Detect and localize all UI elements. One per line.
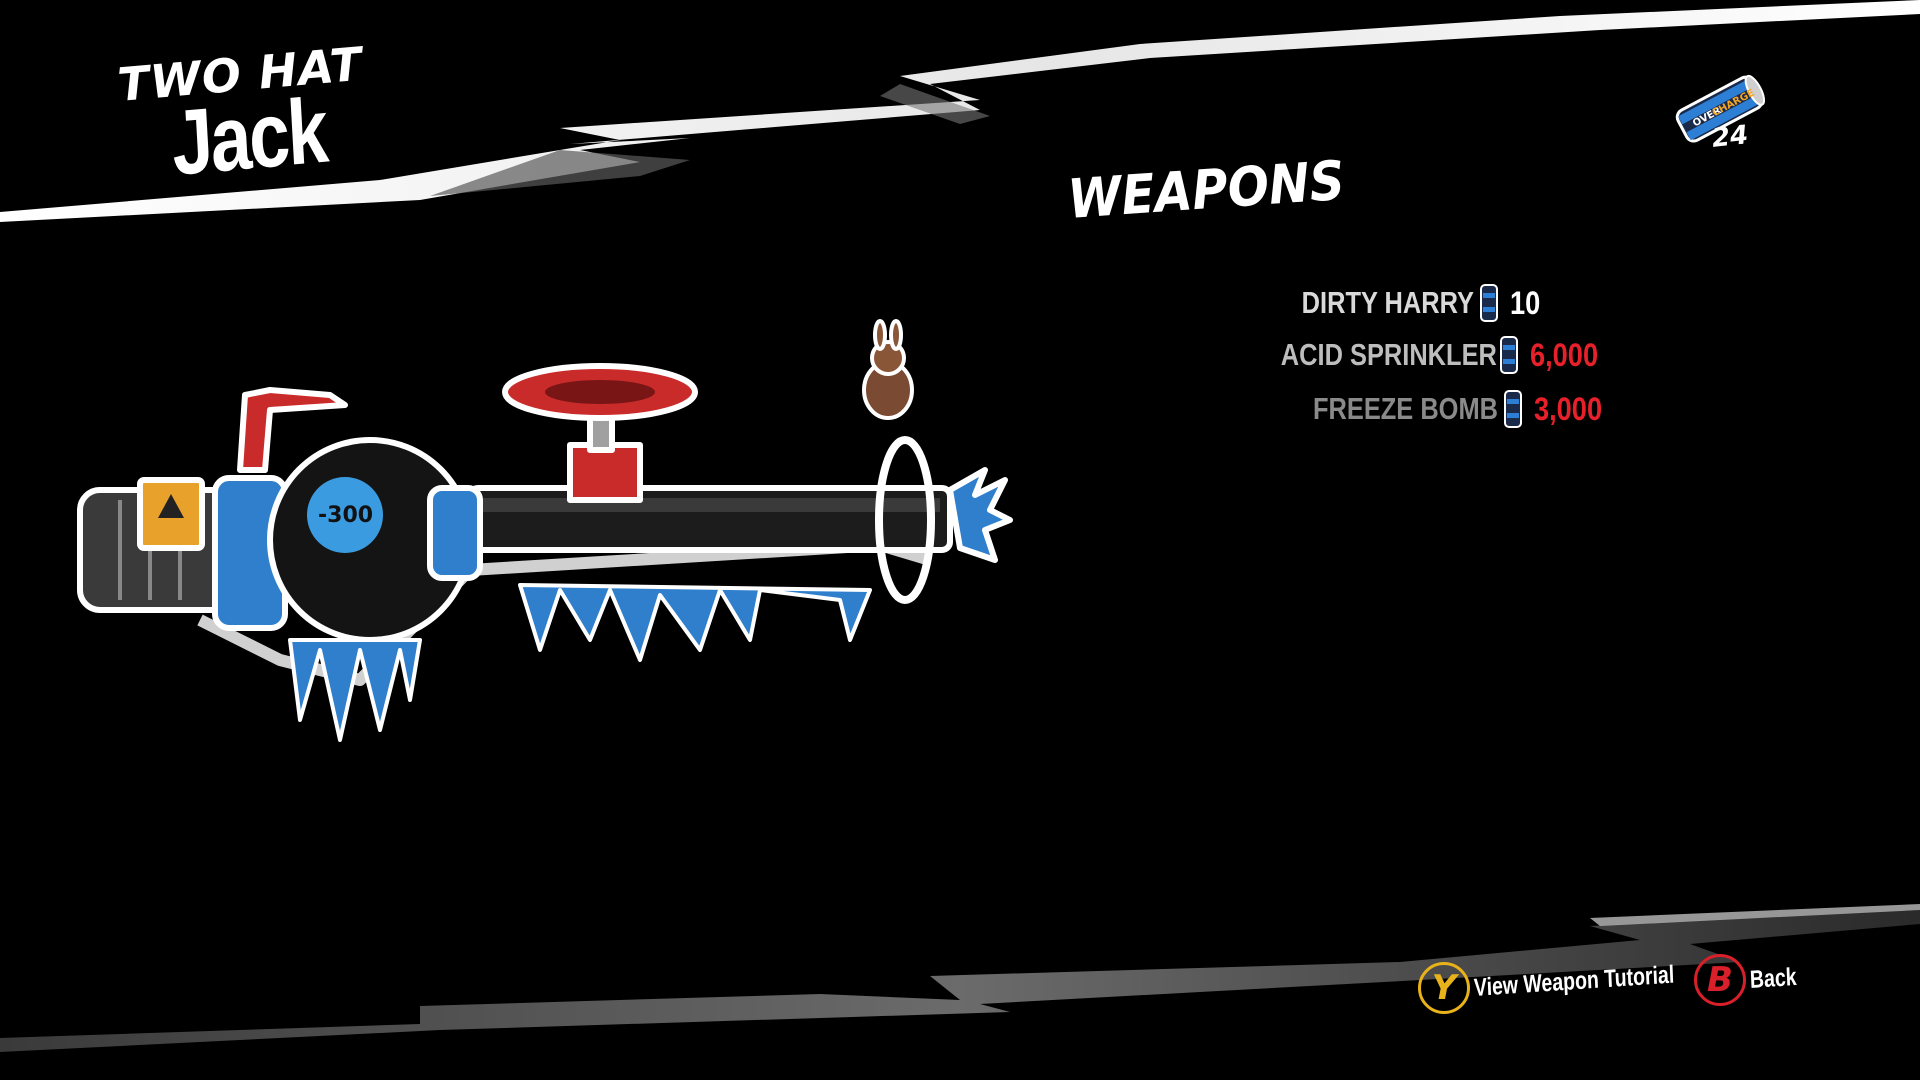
weapon-handle bbox=[237, 387, 348, 473]
overcharge-can-icon bbox=[1480, 284, 1498, 322]
tank-decal-text: -300 bbox=[318, 503, 373, 528]
weapon-price: 3,000 bbox=[1534, 390, 1603, 427]
weapon-row-dirty-harry[interactable]: DIRTY HARRY 10 bbox=[1214, 278, 1600, 328]
weapon-price: 6,000 bbox=[1530, 336, 1599, 373]
overcharge-can-icon bbox=[1500, 336, 1518, 374]
weapon-name: ACID SPRINKLER bbox=[1280, 337, 1497, 372]
bunny-figurine bbox=[862, 319, 914, 420]
view-weapon-tutorial-label: View Weapon Tutorial bbox=[1473, 960, 1675, 1002]
weapon-row-freeze-bomb[interactable]: FREEZE BOMB 3,000 bbox=[1238, 384, 1624, 434]
b-button-icon: B bbox=[1694, 954, 1746, 1006]
weapon-name: DIRTY HARRY bbox=[1301, 285, 1474, 320]
overcharge-can-icon: OVER CHARGE bbox=[1675, 74, 1766, 143]
weapon-price: 10 bbox=[1510, 284, 1541, 321]
back-label: Back bbox=[1749, 962, 1798, 994]
y-button-icon: Y bbox=[1418, 962, 1470, 1014]
overcharge-can-icon bbox=[1504, 390, 1522, 428]
ice-spikes bbox=[518, 583, 872, 662]
view-weapon-tutorial-prompt[interactable]: Y View Weapon Tutorial bbox=[1418, 960, 1731, 1014]
weapon-muzzle bbox=[947, 467, 1013, 563]
bottom-streak bbox=[0, 910, 1920, 1052]
weapon-row-acid-sprinkler[interactable]: ACID SPRINKLER 6,000 bbox=[1234, 330, 1620, 380]
weapon-name: FREEZE BOMB bbox=[1312, 391, 1498, 426]
weapon-valve-body bbox=[567, 442, 643, 503]
back-prompt[interactable]: B Back bbox=[1694, 954, 1810, 1006]
